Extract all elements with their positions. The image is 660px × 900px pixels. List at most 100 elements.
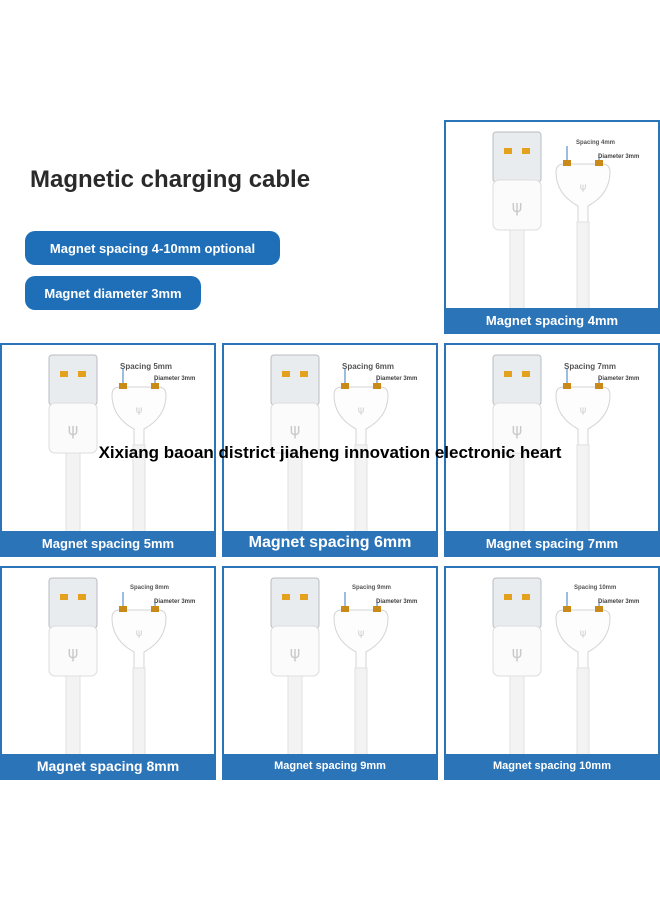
cable-drawing: ψψ	[48, 577, 167, 757]
usb-contact	[522, 594, 530, 600]
panel-caption: Magnet spacing 9mm	[224, 754, 436, 778]
magnet-pin	[341, 383, 349, 389]
usb-symbol-icon: ψ	[512, 643, 523, 662]
spacing-range-pill: Magnet spacing 4-10mm optional	[25, 231, 280, 265]
spacing-label: Spacing 6mm	[342, 362, 395, 371]
usb-symbol-icon: ψ	[290, 643, 301, 662]
magnet-symbol-icon: ψ	[580, 405, 587, 416]
usb-cable	[287, 452, 303, 534]
spacing-label: Spacing 7mm	[564, 362, 617, 371]
magnet-pin	[151, 383, 159, 389]
magnet-pin	[595, 606, 603, 612]
usb-contact	[60, 594, 68, 600]
panel-caption: Magnet spacing 8mm	[2, 754, 214, 778]
spacing-label: Spacing 4mm	[576, 140, 616, 146]
magnet-cable	[354, 667, 368, 757]
magnet-pin	[341, 606, 349, 612]
magnet-pin	[563, 383, 571, 389]
magnetic-head	[555, 609, 611, 669]
panel-caption: Magnet spacing 4mm	[446, 308, 658, 332]
usb-cable	[287, 675, 303, 757]
cable-illustration: ψψ	[492, 577, 611, 757]
magnet-pin	[373, 606, 381, 612]
usb-contact	[300, 594, 308, 600]
usb-metal-head	[48, 577, 98, 629]
usb-contact	[504, 371, 512, 377]
usb-contact	[504, 594, 512, 600]
usb-symbol-icon: ψ	[512, 197, 523, 216]
cable-drawing: ψψ	[492, 577, 611, 757]
diameter-label: Diameter 3mm	[598, 599, 640, 605]
cable-illustration: ψψ	[492, 131, 611, 311]
usb-metal-head	[492, 577, 542, 629]
usb-contact	[282, 594, 290, 600]
spacing-label: Spacing 10mm	[574, 585, 617, 591]
magnet-pin	[563, 606, 571, 612]
usb-metal-head	[492, 354, 542, 406]
diameter-label: Diameter 3mm	[376, 376, 418, 382]
panel-caption: Magnet spacing 6mm	[224, 531, 436, 555]
usb-cable	[509, 675, 525, 757]
page-title: Magnetic charging cable	[30, 166, 311, 193]
magnet-cable	[576, 667, 590, 757]
magnet-symbol-icon: ψ	[136, 628, 143, 639]
magnet-pin	[563, 160, 571, 166]
usb-contact	[300, 371, 308, 377]
usb-contact	[504, 148, 512, 154]
diameter-label: Diameter 3mm	[154, 599, 196, 605]
cable-drawing: ψψ	[270, 354, 389, 534]
diameter-label: Diameter 3mm	[154, 376, 196, 382]
magnetic-head	[111, 386, 167, 446]
cable-drawing: ψψ	[492, 131, 611, 311]
overlay-text: Xixiang baoan district jiaheng innovatio…	[98, 443, 562, 462]
diameter-label: Diameter 3mm	[376, 599, 418, 605]
diameter-label: Diameter 3mm	[598, 154, 640, 160]
magnet-pin	[119, 606, 127, 612]
usb-symbol-icon: ψ	[68, 420, 79, 439]
usb-contact	[60, 371, 68, 377]
magnet-pin	[373, 383, 381, 389]
cable-drawing: ψψ	[48, 354, 167, 534]
cable-illustration: ψψ	[48, 577, 167, 757]
usb-contact	[522, 148, 530, 154]
usb-symbol-icon: ψ	[290, 420, 301, 439]
magnet-symbol-icon: ψ	[580, 628, 587, 639]
usb-cable	[509, 452, 525, 534]
cable-illustration: ψψ	[48, 354, 167, 534]
usb-contact	[282, 371, 290, 377]
cable-illustration: ψψ	[492, 354, 611, 534]
magnet-cable	[576, 221, 590, 311]
diameter-label: Diameter 3mm	[598, 376, 640, 382]
cable-illustration: ψψ	[270, 354, 389, 534]
usb-symbol-icon: ψ	[512, 420, 523, 439]
spacing-label: Spacing 9mm	[352, 585, 392, 591]
magnetic-head	[555, 386, 611, 446]
magnet-pin	[595, 160, 603, 166]
cable-drawing: ψψ	[492, 354, 611, 534]
magnet-symbol-icon: ψ	[358, 628, 365, 639]
usb-metal-head	[270, 354, 320, 406]
panel-caption: Magnet spacing 10mm	[446, 754, 658, 778]
usb-contact	[522, 371, 530, 377]
usb-cable	[65, 675, 81, 757]
spacing-label: Spacing 8mm	[130, 585, 170, 591]
usb-metal-head	[48, 354, 98, 406]
diameter-pill: Magnet diameter 3mm	[25, 276, 201, 310]
usb-cable	[509, 229, 525, 311]
spacing-label: Spacing 5mm	[120, 362, 173, 371]
magnet-pin	[595, 383, 603, 389]
usb-contact	[78, 594, 86, 600]
magnet-symbol-icon: ψ	[580, 182, 587, 193]
usb-symbol-icon: ψ	[68, 643, 79, 662]
panel-caption: Magnet spacing 5mm	[2, 531, 214, 555]
magnet-symbol-icon: ψ	[358, 405, 365, 416]
cable-illustration: ψψ	[270, 577, 389, 757]
usb-cable	[65, 452, 81, 534]
